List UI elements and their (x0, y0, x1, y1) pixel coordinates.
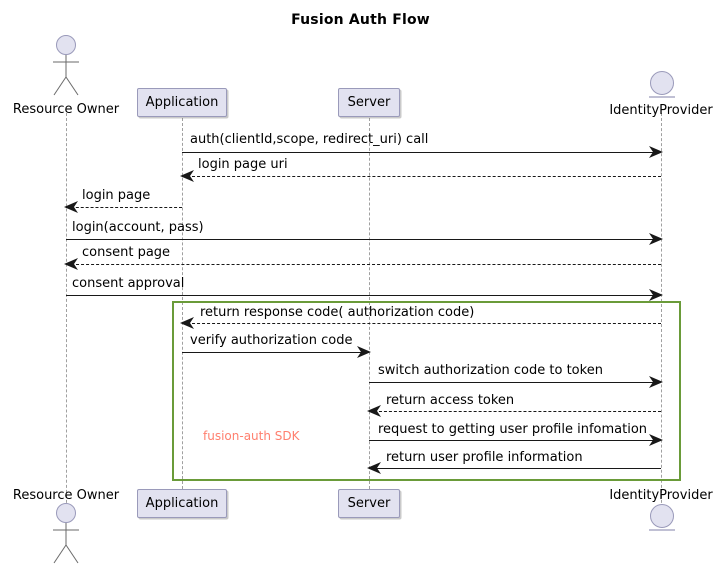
entity-identity-provider-bottom (647, 503, 677, 537)
message-line-2 (182, 176, 661, 177)
message-arrowhead-5 (64, 258, 78, 270)
message-line-9 (369, 382, 661, 383)
actor-resource-owner-top (46, 35, 86, 97)
message-label-2: login page uri (198, 157, 288, 172)
message-arrowhead-10 (367, 405, 381, 417)
message-line-7 (182, 323, 661, 324)
actor-label-resource-owner-top: Resource Owner (12, 102, 120, 117)
entity-label-identity-provider-top: IdentityProvider (609, 103, 713, 118)
message-arrowhead-11 (649, 434, 663, 446)
participant-box-application-bottom[interactable]: Application (137, 489, 227, 518)
actor-label-resource-owner-bottom: Resource Owner (12, 488, 120, 503)
message-arrowhead-2 (180, 170, 194, 182)
participant-box-server-top[interactable]: Server (338, 88, 400, 117)
message-arrowhead-12 (367, 462, 381, 474)
message-arrowhead-3 (64, 201, 78, 213)
message-label-1: auth(clientId,scope, redirect_uri) call (190, 132, 429, 147)
message-label-12: return user profile information (386, 450, 583, 465)
actor-resource-owner-bottom (46, 503, 86, 565)
message-arrowhead-9 (649, 376, 663, 388)
message-arrowhead-7 (180, 317, 194, 329)
message-arrowhead-6 (649, 289, 663, 301)
entity-label-identity-provider-bottom: IdentityProvider (609, 488, 713, 503)
message-label-8: verify authorization code (190, 333, 353, 348)
lifeline-identity-provider (661, 113, 662, 523)
actor-figure-icon (53, 35, 79, 96)
lifeline-server (369, 118, 370, 489)
message-arrowhead-8 (357, 346, 371, 358)
message-line-3 (66, 207, 182, 208)
group-fragment-box (172, 301, 681, 481)
entity-circle-icon (649, 71, 675, 98)
message-label-10: return access token (386, 393, 515, 408)
message-label-5: consent page (82, 245, 171, 260)
message-line-6 (66, 295, 661, 296)
message-line-1 (182, 152, 661, 153)
message-arrowhead-4 (649, 233, 663, 245)
message-line-5 (66, 264, 661, 265)
lifeline-resource-owner (66, 113, 67, 523)
message-label-3: login page (82, 188, 151, 203)
diagram-title: Fusion Auth Flow (291, 12, 430, 28)
message-line-10 (369, 411, 661, 412)
message-label-7: return response code( authorization code… (200, 305, 475, 320)
entity-circle-icon (649, 504, 675, 531)
entity-identity-provider-top (647, 70, 677, 104)
lifeline-application (182, 118, 183, 489)
message-label-4: login(account, pass) (72, 220, 204, 235)
group-note-label: fusion-auth SDK (203, 429, 300, 443)
participant-box-application-top[interactable]: Application (137, 88, 227, 117)
message-line-4 (66, 239, 661, 240)
participant-box-server-bottom[interactable]: Server (338, 489, 400, 518)
message-arrowhead-1 (649, 146, 663, 158)
message-line-11 (369, 440, 661, 441)
message-label-11: request to getting user profile infomati… (378, 422, 648, 437)
message-line-12 (369, 468, 661, 469)
actor-figure-icon (53, 503, 79, 564)
message-line-8 (182, 352, 369, 353)
message-label-6: consent approval (72, 276, 185, 291)
message-label-9: switch authorization code to token (378, 363, 603, 378)
